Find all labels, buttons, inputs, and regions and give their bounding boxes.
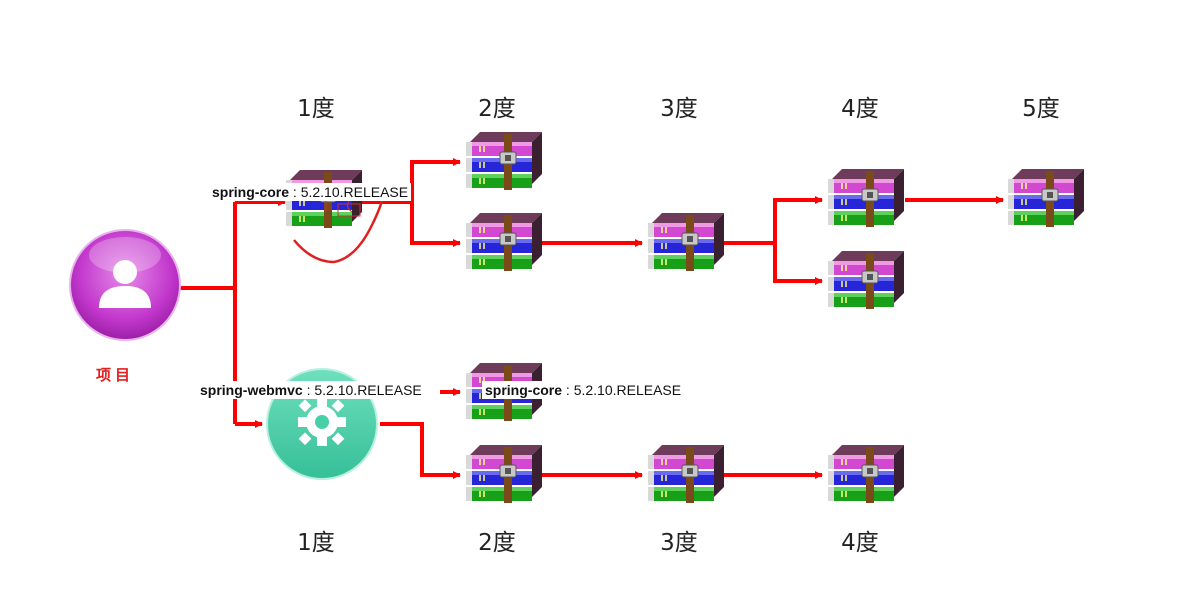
- degree-label-bottom-3: 3度: [660, 530, 698, 556]
- archive-3-top: [647, 212, 725, 272]
- degree-label-top-2: 2度: [478, 96, 516, 122]
- edge-webmvc-to-2b: [380, 422, 461, 479]
- project-icon: [69, 229, 181, 341]
- artifact-name: spring-webmvc: [200, 382, 303, 398]
- degree-label-top-4: 4度: [841, 96, 879, 122]
- edge-core-to-2b: [410, 202, 461, 247]
- edge-core-to-2a: [362, 158, 461, 204]
- version: 5.2.10.RELEASE: [300, 184, 409, 200]
- edge-3-to-4b: [773, 243, 823, 285]
- archive-2-bottom-b: [465, 444, 543, 504]
- archive-5-top: [1007, 168, 1085, 228]
- archive-2-top-a: [465, 131, 543, 191]
- hand-annotation: [293, 191, 386, 264]
- archive-4-top-b: [827, 250, 905, 310]
- dep-label-spring-core-top: spring-core : 5.2.10.RELEASE: [209, 183, 412, 201]
- degree-label-top-1: 1度: [297, 96, 335, 122]
- separator: :: [289, 184, 301, 200]
- artifact-name: spring-core: [212, 184, 290, 200]
- artifact-name: spring-core: [485, 382, 563, 398]
- separator: :: [562, 382, 574, 398]
- connectors: [180, 158, 1004, 479]
- project-label: 项目: [96, 366, 135, 384]
- version: 5.2.10.RELEASE: [573, 382, 682, 398]
- archive-3-bottom: [647, 444, 725, 504]
- archive-4-top-a: [827, 168, 905, 228]
- user-icon: [99, 260, 151, 308]
- dep-label-spring-core-bottom: spring-core : 5.2.10.RELEASE: [482, 381, 685, 399]
- separator: :: [302, 382, 315, 398]
- dep-label-spring-webmvc: spring-webmvc : 5.2.10.RELEASE: [197, 381, 425, 399]
- degree-label-bottom-1: 1度: [297, 530, 335, 556]
- degree-label-top-3: 3度: [660, 96, 698, 122]
- degree-label-top-5: 5度: [1022, 96, 1060, 122]
- archive-4-bottom: [827, 444, 905, 504]
- archive-2-top-b: [465, 212, 543, 272]
- degree-label-bottom-2: 2度: [478, 530, 516, 556]
- version: 5.2.10.RELEASE: [314, 382, 422, 398]
- edge-3-to-4a: [773, 196, 823, 243]
- degree-label-bottom-4: 4度: [841, 530, 879, 556]
